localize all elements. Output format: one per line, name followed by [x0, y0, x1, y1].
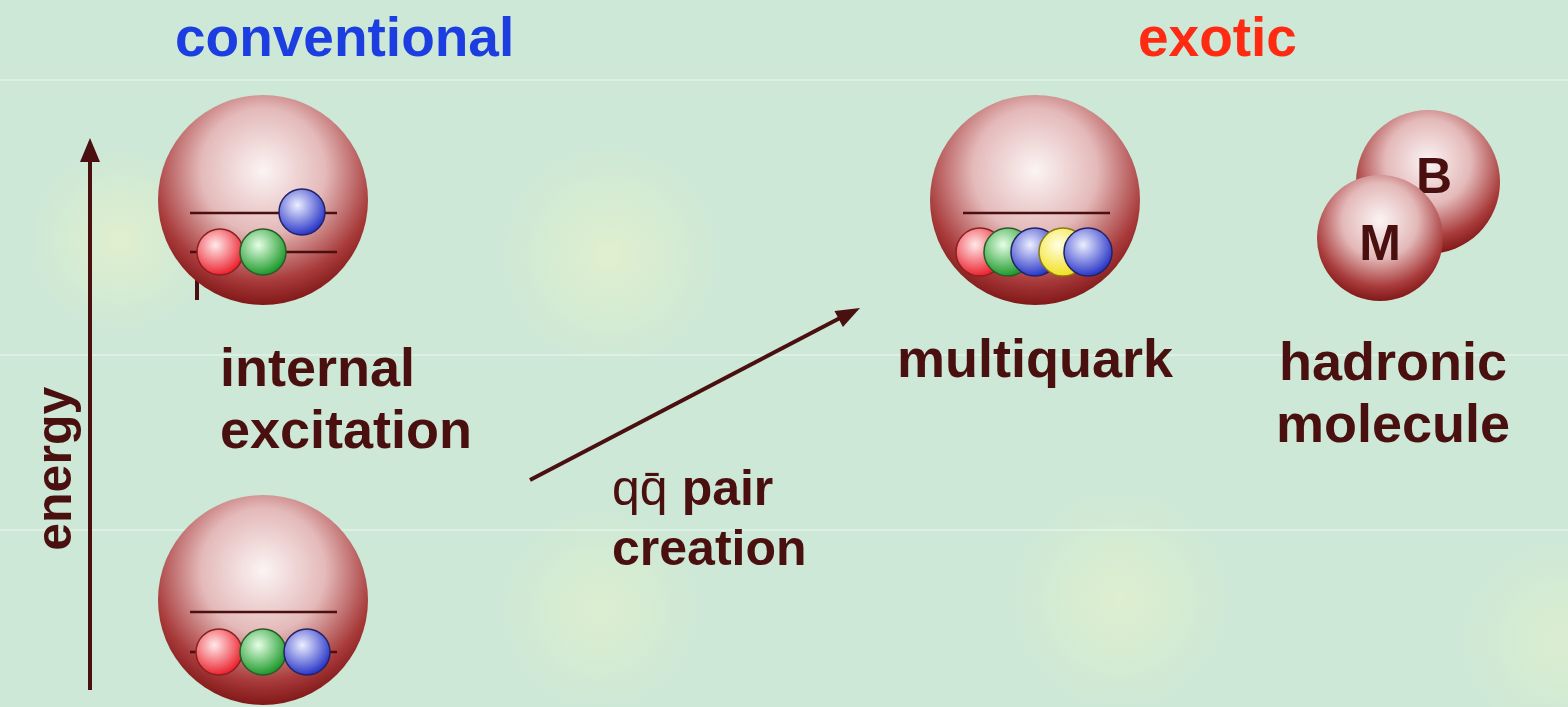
meson-circle: M — [1317, 175, 1443, 301]
ground-state-baryon — [158, 495, 368, 705]
node-text: multiquark — [865, 327, 1205, 389]
excited-baryon — [158, 95, 368, 305]
hadron-sphere — [1317, 175, 1443, 301]
section-heading: exotic — [1138, 6, 1297, 69]
quark-sphere — [1064, 228, 1112, 276]
energy-arrow — [80, 138, 100, 690]
axis-label: energy — [26, 349, 84, 589]
hadron-sphere — [930, 95, 1140, 305]
background-bands — [0, 80, 1568, 530]
pair-creation-arrow — [530, 308, 860, 480]
energy-level — [963, 212, 1110, 215]
process-label-symbol: qq̄ — [612, 460, 668, 516]
process-label: internal excitation — [220, 336, 540, 460]
multiquark-hadron: multiquark — [865, 95, 1205, 405]
process-label-group: qq̄pair creation — [612, 458, 882, 578]
section-heading: conventional — [175, 6, 514, 69]
node-text: M — [1317, 215, 1443, 273]
node-group-label: hadronic molecule — [1225, 330, 1561, 454]
